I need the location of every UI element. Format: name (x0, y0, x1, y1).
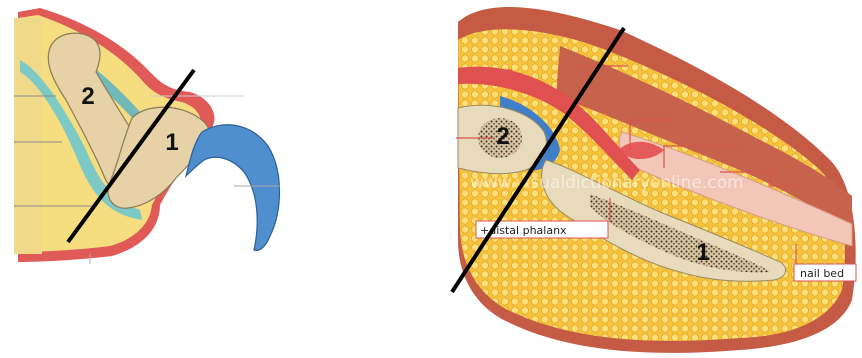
claw-sheath (186, 125, 280, 251)
nail-bed-label: nail bed (800, 267, 844, 280)
finger-label-2: 2 (496, 123, 509, 150)
finger-watermark: www.visualdictionaryonline.com (470, 173, 744, 193)
claw-label-2: 2 (81, 83, 94, 110)
claw-label-1: 1 (165, 129, 178, 156)
nail-bed-caption: nail bed (794, 264, 856, 281)
claw-fat-column (14, 18, 42, 254)
finger-label-1: 1 (696, 239, 709, 266)
fingertip-diagram: www.visualdictionaryonline.com +distal p… (452, 7, 856, 353)
claw-diagram: 2 1 (14, 8, 280, 264)
